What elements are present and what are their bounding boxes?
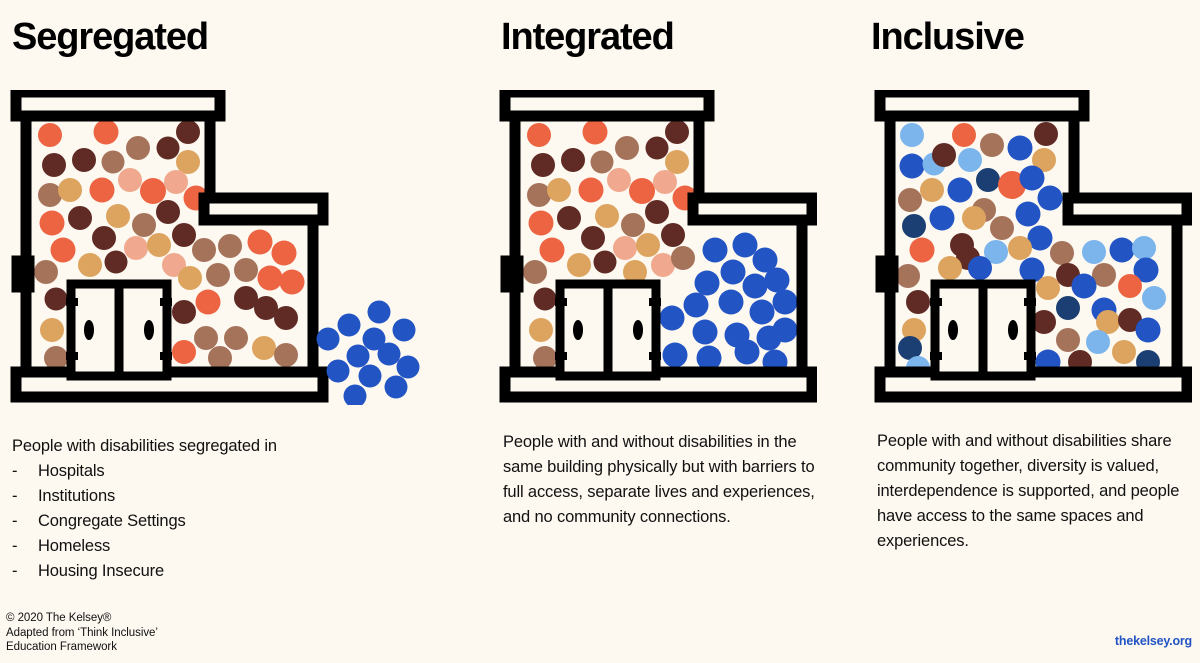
column-heading-segregated: Segregated xyxy=(12,16,209,58)
bullet-label: Congregate Settings xyxy=(38,512,186,531)
description-inclusive: People with and without disabilities sha… xyxy=(877,432,1180,551)
illustration-inclusive xyxy=(872,90,1192,405)
door-handle-left xyxy=(948,320,958,340)
bullet-marker: - xyxy=(12,487,18,506)
door-handle-left xyxy=(573,320,583,340)
bullet-marker: - xyxy=(12,562,18,581)
left-ledge-outline xyxy=(875,255,899,293)
bullet-label: Housing Insecure xyxy=(38,562,165,581)
bullet-label: Institutions xyxy=(38,487,116,506)
roof-slab-wing xyxy=(198,192,329,226)
segregated-bullet-list: - Hospitals - Institutions - Congregate … xyxy=(12,459,432,584)
roof-slab-wing xyxy=(687,192,817,226)
list-item: - Congregate Settings xyxy=(12,509,432,534)
list-item: - Homeless xyxy=(12,534,432,559)
excluded-blue-cluster xyxy=(316,300,420,405)
double-door xyxy=(66,279,172,381)
blue-wing-dot-field xyxy=(659,232,798,375)
roof-slab-main xyxy=(874,90,1090,122)
inclusive-building-svg xyxy=(874,90,1192,403)
framework-line: Education Framework xyxy=(6,641,117,654)
roof-slab-main xyxy=(10,90,226,122)
warm-dot-field xyxy=(34,119,305,370)
bullet-marker: - xyxy=(12,537,18,556)
column-heading-integrated: Integrated xyxy=(501,16,675,58)
door-handle-right xyxy=(633,320,643,340)
list-item: - Housing Insecure xyxy=(12,559,432,584)
list-item: - Hospitals xyxy=(12,459,432,484)
segregated-intro: People with disabilities segregated in xyxy=(12,437,277,455)
website-link[interactable]: thekelsey.org xyxy=(1114,634,1192,648)
bullet-marker: - xyxy=(12,462,18,481)
door-handle-right xyxy=(1008,320,1018,340)
column-heading-inclusive: Inclusive xyxy=(871,16,1025,58)
bullet-label: Homeless xyxy=(38,537,111,556)
left-ledge-outline xyxy=(500,255,524,293)
footer-credit: © 2020 The Kelsey® Adapted from ‘Think I… xyxy=(6,611,158,655)
list-item: - Institutions xyxy=(12,484,432,509)
door-handle-left xyxy=(84,320,94,340)
roof-slab-wing xyxy=(1062,192,1192,226)
left-ledge-outline xyxy=(11,255,35,293)
double-door xyxy=(555,279,661,381)
bullet-marker: - xyxy=(12,512,18,531)
illustration-integrated xyxy=(497,90,817,405)
double-door xyxy=(930,279,1036,381)
adapted-from-line: Adapted from ‘Think Inclusive’ xyxy=(6,626,158,639)
copyright-line: © 2020 The Kelsey® xyxy=(6,612,112,624)
illustration-segregated xyxy=(8,90,438,405)
segregated-building-svg xyxy=(10,90,420,405)
roof-slab-main xyxy=(499,90,715,122)
description-integrated: People with and without disabilities in … xyxy=(503,433,815,527)
description-segregated: People with disabilities segregated in -… xyxy=(12,434,432,584)
integrated-building-svg xyxy=(499,90,817,403)
bullet-label: Hospitals xyxy=(38,462,105,481)
warm-dot-field xyxy=(523,119,698,370)
door-handle-right xyxy=(144,320,154,340)
mixed-dot-field xyxy=(896,122,1166,378)
